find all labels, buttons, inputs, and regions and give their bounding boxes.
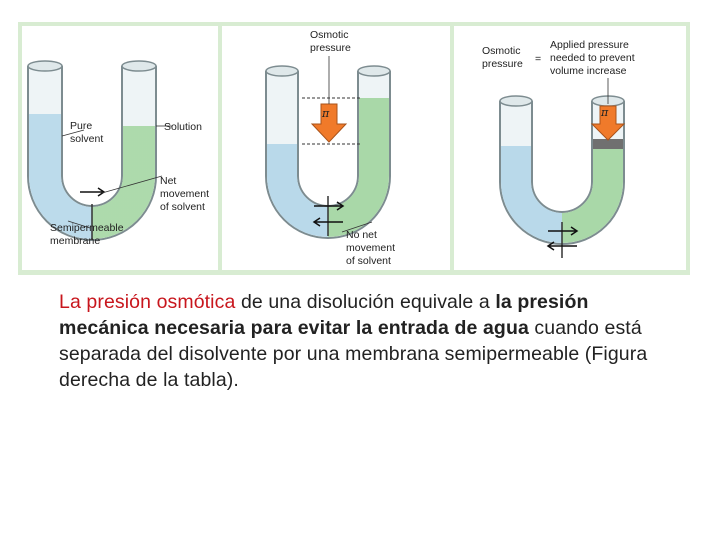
label-no-net-3: of solvent xyxy=(346,255,391,267)
osmosis-figure: Pure solvent Solution Net movement of so… xyxy=(18,22,690,275)
panel-osmosis: Pure solvent Solution Net movement of so… xyxy=(22,26,218,270)
label-applied-1: Applied pressure xyxy=(550,39,629,51)
label-membrane-1: Semipermeable xyxy=(50,222,124,234)
label-osmotic-2: pressure xyxy=(310,42,351,54)
label-net-movement-2: movement xyxy=(160,188,209,200)
panel-osmotic-pressure: π Osmotic pressure No net movement of so… xyxy=(222,26,450,270)
caption-term: La presión osmótica xyxy=(59,291,236,313)
label-solution: Solution xyxy=(164,121,202,133)
label-no-net-2: movement xyxy=(346,242,395,254)
caption-bold: la presión mecánica necesaria para evita… xyxy=(59,291,589,339)
panel-applied-pressure: π Osmotic pressure = Applied pressure ne… xyxy=(454,26,686,270)
label-applied-2: needed to prevent xyxy=(550,52,635,64)
caption-text: La presión osmótica de una disolución eq… xyxy=(59,289,679,393)
label-equals: = xyxy=(535,53,541,65)
label-pure-solvent-1: Pure xyxy=(70,120,92,132)
label-membrane-2: membrane xyxy=(50,235,100,247)
label-osmotic-applied-2: pressure xyxy=(482,58,523,70)
label-osmotic-applied-1: Osmotic xyxy=(482,45,521,57)
label-osmotic-1: Osmotic xyxy=(310,29,349,41)
pi-label-applied: π xyxy=(600,106,609,119)
label-net-movement-3: of solvent xyxy=(160,201,205,213)
label-applied-3: volume increase xyxy=(550,65,627,77)
caption-part-2: de una disolución equivale a xyxy=(235,291,496,313)
pi-label: π xyxy=(321,107,330,120)
caption-part-4: cuando está separada del disolvente por … xyxy=(59,317,648,391)
label-pure-solvent-2: solvent xyxy=(70,133,103,145)
label-net-movement-1: Net xyxy=(160,175,176,187)
label-no-net-1: No net xyxy=(346,229,377,241)
